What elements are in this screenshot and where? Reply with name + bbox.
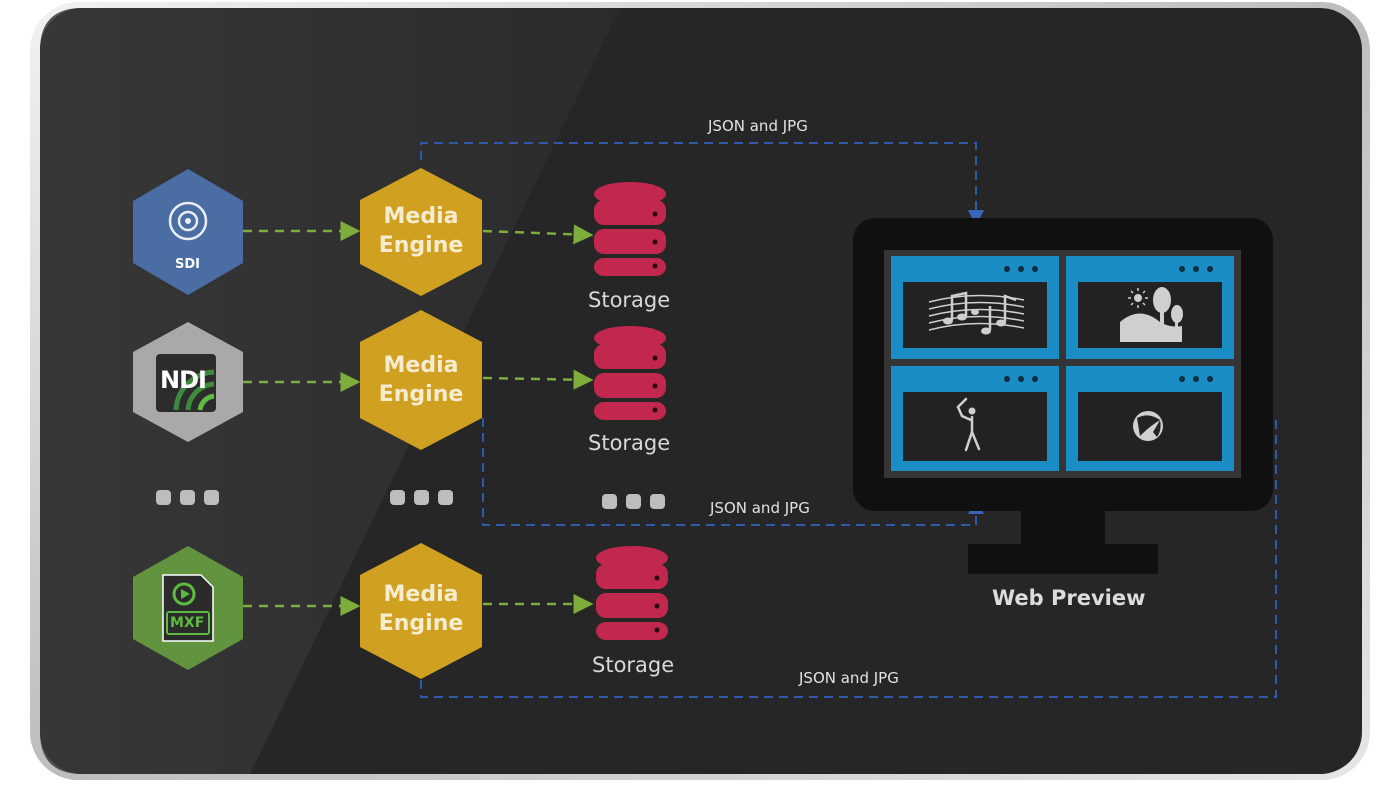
engine-label-line1: Media — [383, 204, 459, 229]
media-flow-arrows — [243, 221, 594, 616]
source-sdi — [133, 169, 243, 295]
storage-1 — [594, 182, 666, 276]
source-label-mxf: MXF — [170, 615, 205, 631]
landscape-icon — [1120, 287, 1183, 342]
preview-tile-2 — [1066, 256, 1234, 359]
beach-ball-icon — [1133, 411, 1163, 441]
source-label-ndi: NDI — [160, 366, 207, 394]
storage-label-2: Storage — [588, 431, 671, 455]
preview-tile-3 — [891, 366, 1059, 471]
engine-label-2: Media Engine — [371, 351, 471, 409]
storage-2 — [594, 326, 666, 420]
json-label-bottom: JSON and JPG — [799, 669, 899, 687]
source-mxf — [133, 546, 243, 670]
ellipsis-storage — [602, 494, 665, 509]
media-engine-1 — [360, 168, 482, 296]
web-preview-label: Web Preview — [992, 586, 1146, 610]
engine-label-line2: Engine — [378, 611, 464, 636]
media-engine-2 — [360, 310, 482, 450]
source-label-sdi: SDI — [175, 257, 200, 272]
ellipsis-sources — [156, 490, 219, 505]
storage-label-1: Storage — [588, 288, 671, 312]
sdi-connector-icon — [168, 201, 208, 241]
engine-label-3: Media Engine — [371, 580, 471, 638]
baseball-player-icon — [956, 397, 981, 452]
json-label-top: JSON and JPG — [708, 117, 808, 135]
engine-label-line2: Engine — [378, 233, 464, 258]
media-engine-3 — [360, 543, 482, 679]
json-label-middle: JSON and JPG — [710, 499, 810, 517]
storage-3 — [596, 546, 668, 640]
engine-label-line1: Media — [383, 582, 459, 607]
engine-label-line1: Media — [383, 353, 459, 378]
mxf-file-icon — [162, 574, 214, 642]
engine-label-line2: Engine — [378, 382, 464, 407]
preview-tile-1 — [891, 256, 1059, 359]
ndi-logo-icon — [156, 354, 216, 412]
source-ndi — [133, 322, 243, 442]
engine-label-1: Media Engine — [371, 202, 471, 260]
preview-tile-4 — [1066, 366, 1234, 471]
ellipsis-engines — [390, 490, 453, 505]
storage-label-3: Storage — [592, 653, 675, 677]
